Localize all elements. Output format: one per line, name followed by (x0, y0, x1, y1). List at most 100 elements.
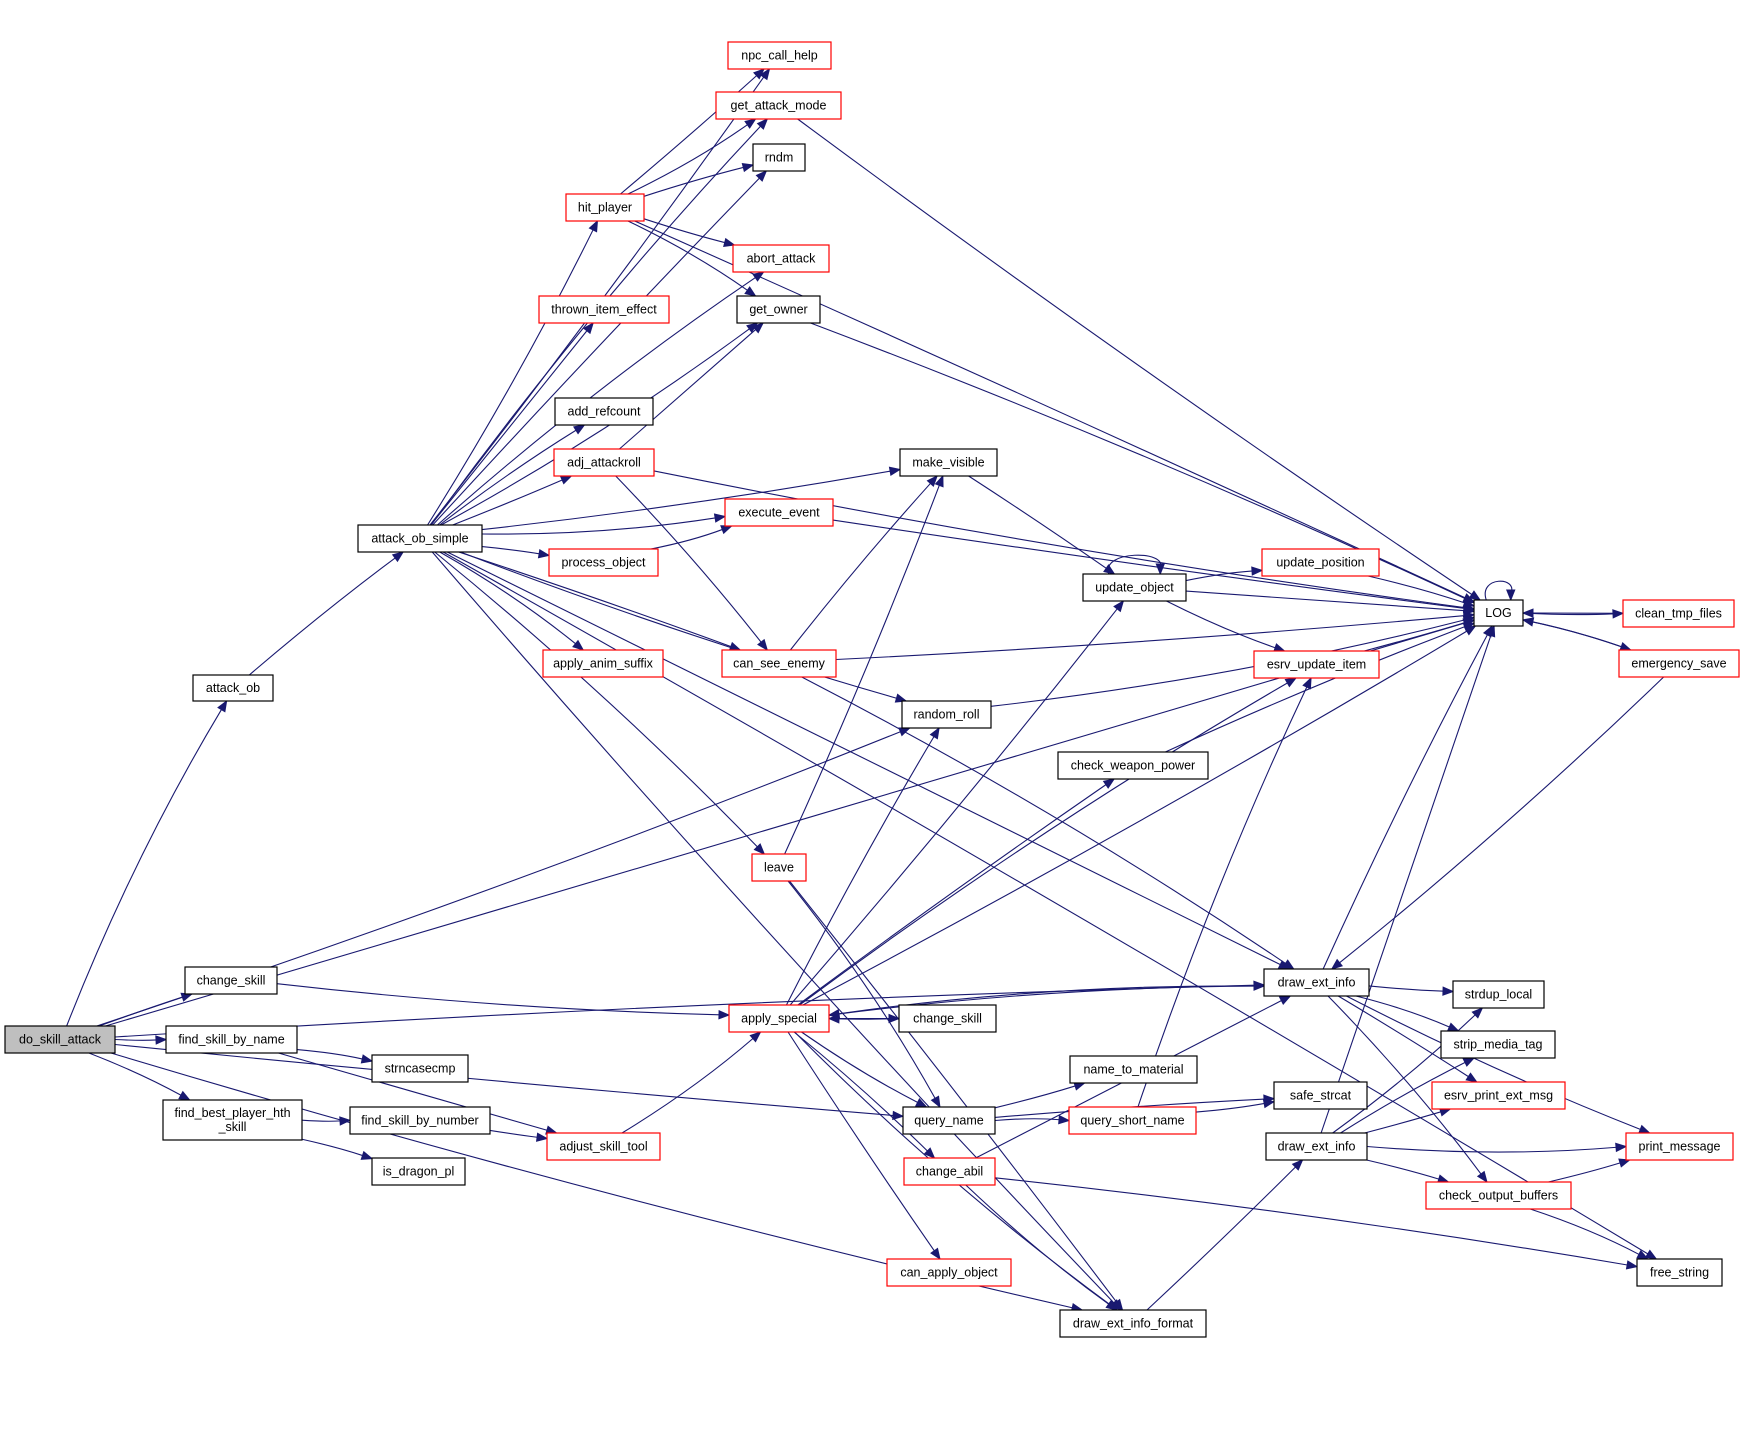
edge-check_weapon_power-to-LOG (1165, 622, 1476, 753)
node-add-refcount[interactable]: add_refcount (554, 397, 654, 426)
node-esrv-print-ext-msg[interactable]: esrv_print_ext_msg (1431, 1081, 1566, 1110)
edge-leave-to-draw_ext_info_format (789, 880, 1124, 1312)
node-draw-ext-info-b[interactable]: draw_ext_info (1265, 1132, 1368, 1161)
arrowhead-icon (757, 638, 769, 652)
edge-line (439, 429, 578, 526)
node-update-object[interactable]: update_object (1082, 573, 1187, 602)
edge-line (1522, 619, 1623, 648)
node-query-name[interactable]: query_name (902, 1106, 996, 1135)
node-draw-ext-info-a[interactable]: draw_ext_info (1263, 968, 1370, 997)
node-box (715, 91, 842, 120)
node-find-skill-by-number[interactable]: find_skill_by_number (349, 1106, 491, 1135)
edge-LOG-to-LOG (1484, 580, 1516, 602)
node-adjust-skill-tool[interactable]: adjust_skill_tool (546, 1132, 661, 1161)
node-box (1273, 1081, 1368, 1110)
node-box (1636, 1258, 1723, 1287)
node-emergency-save[interactable]: emergency_save (1618, 649, 1740, 678)
arrowhead-icon (929, 726, 940, 740)
node-process-object[interactable]: process_object (548, 548, 659, 577)
node-check-output-buffers[interactable]: check_output_buffers (1425, 1181, 1572, 1210)
node-name-to-material[interactable]: name_to_material (1069, 1055, 1198, 1084)
node-query-short-name[interactable]: query_short_name (1068, 1106, 1197, 1135)
edge-line (114, 1043, 895, 1117)
node-esrv-update-item[interactable]: esrv_update_item (1253, 650, 1380, 679)
edge-line (789, 607, 1119, 1006)
edge-apply_special-to-check_weapon_power (797, 778, 1116, 1006)
node-abort-attack[interactable]: abort_attack (732, 244, 830, 273)
node-label: apply_special (741, 1012, 817, 1026)
edge-line (1320, 634, 1492, 1134)
edge-change_abil-to-free_string (994, 1177, 1639, 1270)
node-clean-tmp-files[interactable]: clean_tmp_files (1622, 599, 1735, 628)
node-strncasecmp[interactable]: strncasecmp (371, 1054, 469, 1083)
edge-draw_ext_info_b-to-check_output_buffers (1366, 1159, 1450, 1184)
edge-draw_ext_info_b-to-esrv_print_ext_msg (1364, 1107, 1452, 1134)
node-label: draw_ext_info_format (1073, 1317, 1194, 1331)
edge-line (434, 551, 759, 848)
arrowhead-icon (1463, 625, 1477, 636)
arrowhead-icon (155, 1035, 168, 1045)
edge-line (431, 551, 1115, 1304)
arrowhead-icon (1282, 959, 1295, 970)
node-npc-call-help[interactable]: npc_call_help (727, 41, 832, 70)
node-print-message[interactable]: print_message (1625, 1132, 1734, 1161)
node-change-abil[interactable]: change_abil (903, 1157, 996, 1186)
node-check-weapon-power[interactable]: check_weapon_power (1057, 751, 1209, 780)
node-can-see-enemy[interactable]: can_see_enemy (721, 649, 837, 678)
node-adj-attackroll[interactable]: adj_attackroll (553, 448, 655, 477)
arrowhead-icon (753, 68, 766, 80)
node-box (901, 700, 992, 729)
node-box (732, 244, 830, 273)
node-label: strip_media_tag (1454, 1038, 1543, 1052)
node-update-position[interactable]: update_position (1261, 548, 1380, 577)
arrowhead-icon (1521, 617, 1535, 627)
node-make-visible[interactable]: make_visible (899, 448, 998, 477)
node-attack-ob[interactable]: attack_ob (192, 674, 274, 702)
edge-line (828, 985, 1256, 1016)
arrowhead-icon (749, 1031, 762, 1043)
node-apply-anim-suffix[interactable]: apply_anim_suffix (542, 649, 664, 678)
edge-line (278, 1052, 549, 1132)
node-is-dragon-pl[interactable]: is_dragon_pl (371, 1157, 466, 1186)
node-change-skill-a[interactable]: change_skill (184, 966, 278, 995)
edge-apply_special-to-query_name (801, 1031, 928, 1108)
node-find-best-player-hth-skill[interactable]: find_best_player_hth_skill (162, 1099, 303, 1141)
node-get-attack-mode[interactable]: get_attack_mode (715, 91, 842, 120)
node-box (1265, 1132, 1368, 1161)
edge-do_skill_attack-to-attack_ob (66, 699, 228, 1027)
node-do-skill-attack[interactable]: do_skill_attack (4, 1025, 116, 1054)
arrowhead-icon (1506, 589, 1516, 602)
node-can-apply-object[interactable]: can_apply_object (886, 1258, 1012, 1287)
node-change-skill-b[interactable]: change_skill (898, 1004, 997, 1033)
edge-emergency_save-to-LOG (1521, 617, 1631, 651)
arrowhead-icon (926, 475, 939, 487)
edge-esrv_update_item-to-LOG (1364, 618, 1476, 652)
node-attack-ob-simple[interactable]: attack_ob_simple (357, 524, 483, 553)
node-get-owner[interactable]: get_owner (736, 295, 821, 324)
node-box (554, 397, 654, 426)
node-draw-ext-info-format[interactable]: draw_ext_info_format (1059, 1309, 1207, 1338)
node-box (165, 1025, 298, 1054)
node-safe-strcat[interactable]: safe_strcat (1273, 1081, 1368, 1110)
node-free-string[interactable]: free_string (1636, 1258, 1723, 1287)
node-label: thrown_item_effect (551, 303, 657, 317)
node-box (546, 1132, 661, 1161)
node-find-skill-by-name[interactable]: find_skill_by_name (165, 1025, 298, 1054)
node-rndm[interactable]: rndm (752, 143, 806, 172)
edge-hit_player-to-npc_call_help (620, 68, 766, 195)
node-execute-event[interactable]: execute_event (724, 498, 834, 527)
node-leave[interactable]: leave (751, 853, 807, 882)
node-thrown-item-effect[interactable]: thrown_item_effect (538, 295, 670, 324)
arrowhead-icon (178, 1090, 191, 1101)
arrowhead-icon (1251, 566, 1264, 576)
edge-line (832, 519, 1466, 609)
node-strip-media-tag[interactable]: strip_media_tag (1440, 1030, 1556, 1059)
node-hit-player[interactable]: hit_player (565, 193, 645, 222)
node-box (899, 448, 998, 477)
arrowhead-icon (1113, 599, 1125, 613)
node-strdup-local[interactable]: strdup_local (1452, 980, 1545, 1009)
node-random-roll[interactable]: random_roll (901, 700, 992, 729)
node-LOG[interactable]: LOG (1473, 599, 1524, 627)
edge-draw_ext_info_b-to-LOG (1320, 624, 1496, 1134)
node-apply-special[interactable]: apply_special (728, 1004, 830, 1033)
